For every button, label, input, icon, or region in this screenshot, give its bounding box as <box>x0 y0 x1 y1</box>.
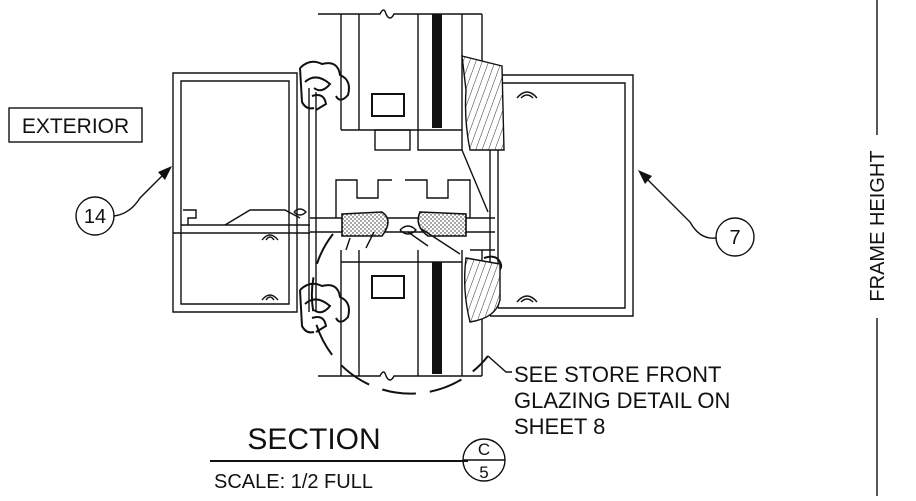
frame-height-dimension: FRAME HEIGHT <box>867 0 889 496</box>
note-line-2: GLAZING DETAIL ON <box>514 388 730 413</box>
upper-weather-seal <box>461 55 505 151</box>
detail-note-leader <box>487 355 512 373</box>
callout-7-number: 7 <box>729 227 740 249</box>
section-title-block: SECTION SCALE: 1/2 FULL C 5 <box>210 423 506 493</box>
frame-height-label: FRAME HEIGHT <box>867 150 889 301</box>
lower-glass-unit <box>318 250 483 381</box>
glazing-note: SEE STORE FRONT GLAZING DETAIL ON SHEET … <box>514 362 730 439</box>
upper-glass-unit <box>318 9 483 151</box>
right-frame-member <box>483 74 634 317</box>
callout-14-number: 14 <box>84 206 106 228</box>
callout-7-leader <box>647 179 717 239</box>
note-line-3: SHEET 8 <box>514 414 605 439</box>
note-line-1: SEE STORE FRONT <box>514 362 721 387</box>
callout-7-arrowhead <box>638 170 652 184</box>
exterior-label-group: EXTERIOR <box>8 107 143 143</box>
scale-label: SCALE: 1/2 FULL <box>214 471 373 493</box>
section-ref-bottom: 5 <box>479 463 488 482</box>
section-ref-top: C <box>478 440 490 459</box>
callout-14-leader <box>113 175 163 217</box>
exterior-label-box <box>8 107 143 143</box>
callout-7-bubble <box>715 217 755 257</box>
detail-circle <box>310 233 489 395</box>
callout-14-arrowhead <box>158 166 172 180</box>
top-gasket <box>299 60 350 111</box>
callout-14: 14 <box>75 166 172 236</box>
bottom-gasket <box>299 282 350 334</box>
lower-weather-seal <box>463 257 501 323</box>
central-mullion <box>310 149 495 255</box>
left-frame-member <box>172 72 317 313</box>
callout-7: 7 <box>638 170 755 257</box>
exterior-label: EXTERIOR <box>22 115 129 138</box>
section-title: SECTION <box>247 423 380 456</box>
